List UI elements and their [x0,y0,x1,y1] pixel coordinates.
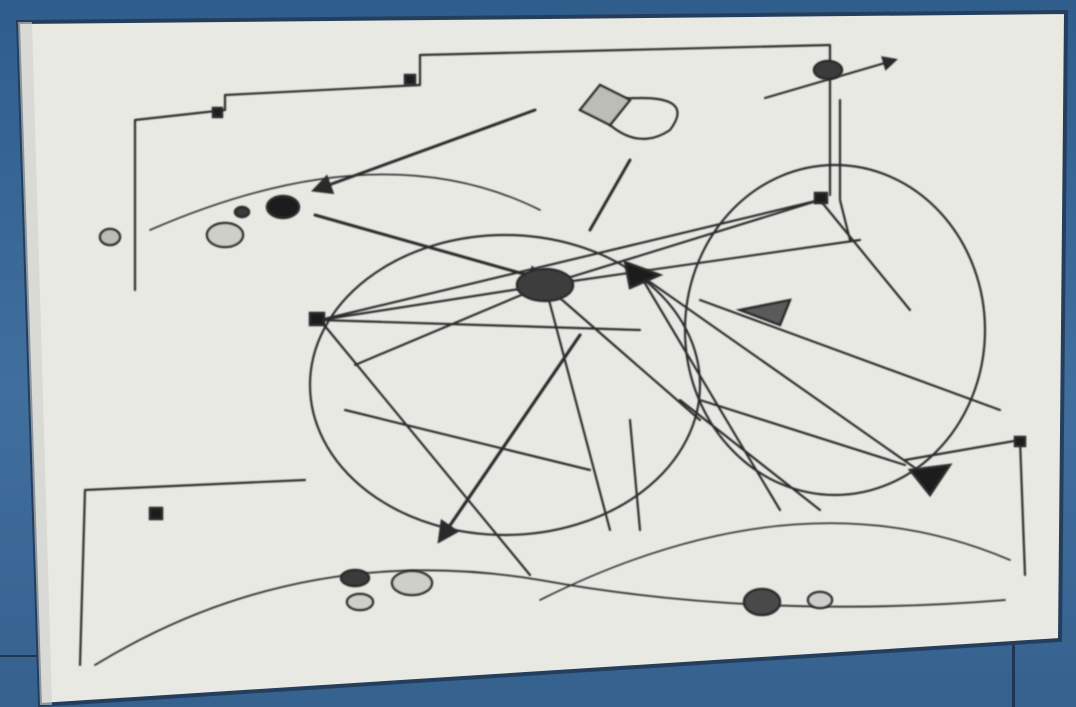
left-dark-node [267,196,299,218]
bottom-right-node-a [744,589,780,615]
center-node [517,269,573,301]
right-edge-square [1015,437,1025,446]
bottom-node-a [341,570,369,586]
upper-left-square [213,108,222,117]
left-square-node [310,313,324,325]
left-ring-node [207,223,243,247]
bottom-right-node-b [808,592,832,608]
bottom-node-c [347,594,373,610]
top-square-node [405,75,415,84]
left-small-node [100,229,120,245]
right-square-node [815,193,827,203]
top-right-node [814,61,842,79]
bottom-left-square [150,508,162,519]
left-tiny-node [235,207,249,217]
bottom-node-b [392,571,432,595]
